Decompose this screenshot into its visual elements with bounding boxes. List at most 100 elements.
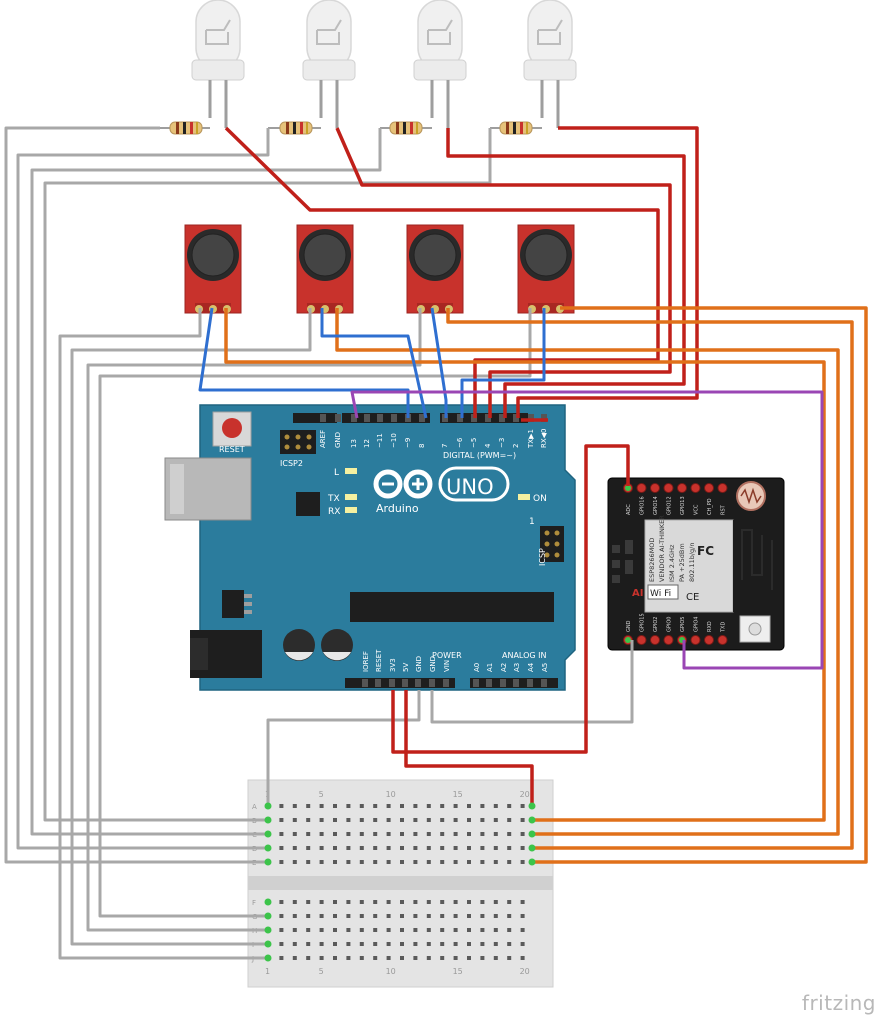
breadboard-hole[interactable] bbox=[346, 942, 351, 946]
breadboard-hole[interactable] bbox=[480, 900, 485, 904]
breadboard-hole[interactable] bbox=[493, 928, 498, 932]
breadboard-hole[interactable] bbox=[493, 804, 498, 808]
breadboard-hole[interactable] bbox=[306, 914, 311, 918]
esp-top-pin[interactable] bbox=[717, 483, 728, 493]
breadboard-hole[interactable] bbox=[386, 928, 391, 932]
digital-pin[interactable] bbox=[457, 414, 463, 422]
breadboard-hole[interactable] bbox=[306, 956, 311, 960]
breadboard-hole[interactable] bbox=[467, 928, 471, 932]
breadboard-hole[interactable] bbox=[426, 900, 431, 904]
breadboard-hole[interactable] bbox=[507, 928, 512, 932]
digital-pin[interactable] bbox=[351, 414, 357, 422]
power-pin[interactable] bbox=[443, 679, 449, 687]
breadboard-hole[interactable] bbox=[306, 818, 311, 822]
breadboard-hole[interactable] bbox=[292, 956, 297, 960]
breadboard-hole[interactable] bbox=[400, 832, 404, 836]
breadboard-hole[interactable] bbox=[440, 914, 445, 918]
breadboard-hole[interactable] bbox=[319, 804, 324, 808]
breadboard-hole[interactable] bbox=[507, 804, 512, 808]
breadboard-hole[interactable] bbox=[520, 956, 525, 960]
analog-pin[interactable] bbox=[486, 679, 492, 687]
breadboard-hole[interactable] bbox=[319, 818, 324, 822]
breadboard-hole[interactable] bbox=[373, 832, 378, 836]
breadboard-hole[interactable] bbox=[359, 914, 364, 918]
breadboard-hole[interactable] bbox=[400, 914, 404, 918]
breadboard-hole[interactable] bbox=[346, 804, 351, 808]
breadboard-hole[interactable] bbox=[480, 846, 485, 850]
breadboard-hole[interactable] bbox=[467, 900, 471, 904]
analog-pin[interactable] bbox=[513, 679, 519, 687]
breadboard-hole[interactable] bbox=[333, 818, 337, 822]
breadboard-hole[interactable] bbox=[306, 832, 311, 836]
breadboard-hole[interactable] bbox=[493, 914, 498, 918]
breadboard-hole[interactable] bbox=[467, 804, 471, 808]
breadboard-hole[interactable] bbox=[467, 818, 471, 822]
breadboard-hole[interactable] bbox=[453, 860, 458, 864]
breadboard-hole[interactable] bbox=[400, 900, 404, 904]
breadboard-hole[interactable] bbox=[373, 846, 378, 850]
breadboard-hole[interactable] bbox=[279, 956, 284, 960]
breadboard-hole[interactable] bbox=[346, 846, 351, 850]
breadboard-hole[interactable] bbox=[279, 860, 284, 864]
breadboard-hole[interactable] bbox=[386, 900, 391, 904]
breadboard-hole[interactable] bbox=[453, 832, 458, 836]
breadboard-hole[interactable] bbox=[373, 860, 378, 864]
breadboard-hole[interactable] bbox=[520, 860, 525, 864]
breadboard-hole[interactable] bbox=[453, 928, 458, 932]
breadboard-hole[interactable] bbox=[507, 860, 512, 864]
breadboard-hole[interactable] bbox=[413, 928, 418, 932]
breadboard-hole[interactable] bbox=[279, 942, 284, 946]
analog-pin[interactable] bbox=[527, 679, 533, 687]
breadboard-hole[interactable] bbox=[292, 860, 297, 864]
breadboard-hole[interactable] bbox=[373, 818, 378, 822]
breadboard-hole[interactable] bbox=[520, 832, 525, 836]
esp-top-pin[interactable] bbox=[677, 483, 687, 493]
power-pin[interactable] bbox=[389, 679, 395, 687]
breadboard-hole[interactable] bbox=[319, 846, 324, 850]
breadboard-hole[interactable] bbox=[507, 914, 512, 918]
breadboard-hole[interactable] bbox=[413, 818, 418, 822]
power-pin[interactable] bbox=[415, 679, 421, 687]
esp-bottom-pin[interactable] bbox=[704, 635, 714, 645]
breadboard-hole[interactable] bbox=[426, 860, 431, 864]
power-pin[interactable] bbox=[375, 679, 381, 687]
breadboard-hole[interactable] bbox=[359, 956, 364, 960]
breadboard-hole[interactable] bbox=[400, 860, 404, 864]
breadboard-hole[interactable] bbox=[480, 804, 485, 808]
breadboard-hole[interactable] bbox=[306, 846, 311, 850]
breadboard-hole[interactable] bbox=[333, 832, 337, 836]
esp-bottom-pin[interactable] bbox=[690, 635, 701, 645]
breadboard-hole[interactable] bbox=[400, 804, 404, 808]
breadboard-hole[interactable] bbox=[333, 846, 337, 850]
breadboard-hole[interactable] bbox=[480, 956, 485, 960]
breadboard-hole[interactable] bbox=[453, 804, 458, 808]
breadboard-hole[interactable] bbox=[292, 928, 297, 932]
breadboard-hole[interactable] bbox=[279, 832, 284, 836]
digital-pin[interactable] bbox=[528, 414, 534, 422]
breadboard-hole[interactable] bbox=[400, 942, 404, 946]
breadboard-hole[interactable] bbox=[507, 832, 512, 836]
breadboard-hole[interactable] bbox=[493, 846, 498, 850]
analog-pin[interactable] bbox=[500, 679, 506, 687]
breadboard-hole[interactable] bbox=[413, 956, 418, 960]
breadboard-hole[interactable] bbox=[386, 860, 391, 864]
breadboard-hole[interactable] bbox=[279, 900, 284, 904]
breadboard-hole[interactable] bbox=[413, 942, 418, 946]
breadboard-hole[interactable] bbox=[386, 818, 391, 822]
breadboard-hole[interactable] bbox=[480, 860, 485, 864]
breadboard-hole[interactable] bbox=[319, 900, 324, 904]
breadboard-hole[interactable] bbox=[359, 832, 364, 836]
breadboard-hole[interactable] bbox=[333, 956, 337, 960]
breadboard-hole[interactable] bbox=[279, 818, 284, 822]
breadboard-hole[interactable] bbox=[507, 956, 512, 960]
breadboard-hole[interactable] bbox=[520, 928, 525, 932]
breadboard-hole[interactable] bbox=[520, 804, 525, 808]
breadboard-hole[interactable] bbox=[520, 846, 525, 850]
breadboard-hole[interactable] bbox=[453, 818, 458, 822]
breadboard-hole[interactable] bbox=[400, 928, 404, 932]
esp-bottom-pin[interactable] bbox=[650, 635, 660, 645]
breadboard-hole[interactable] bbox=[413, 832, 418, 836]
breadboard-hole[interactable] bbox=[373, 928, 378, 932]
breadboard-hole[interactable] bbox=[520, 818, 525, 822]
breadboard-hole[interactable] bbox=[440, 956, 445, 960]
